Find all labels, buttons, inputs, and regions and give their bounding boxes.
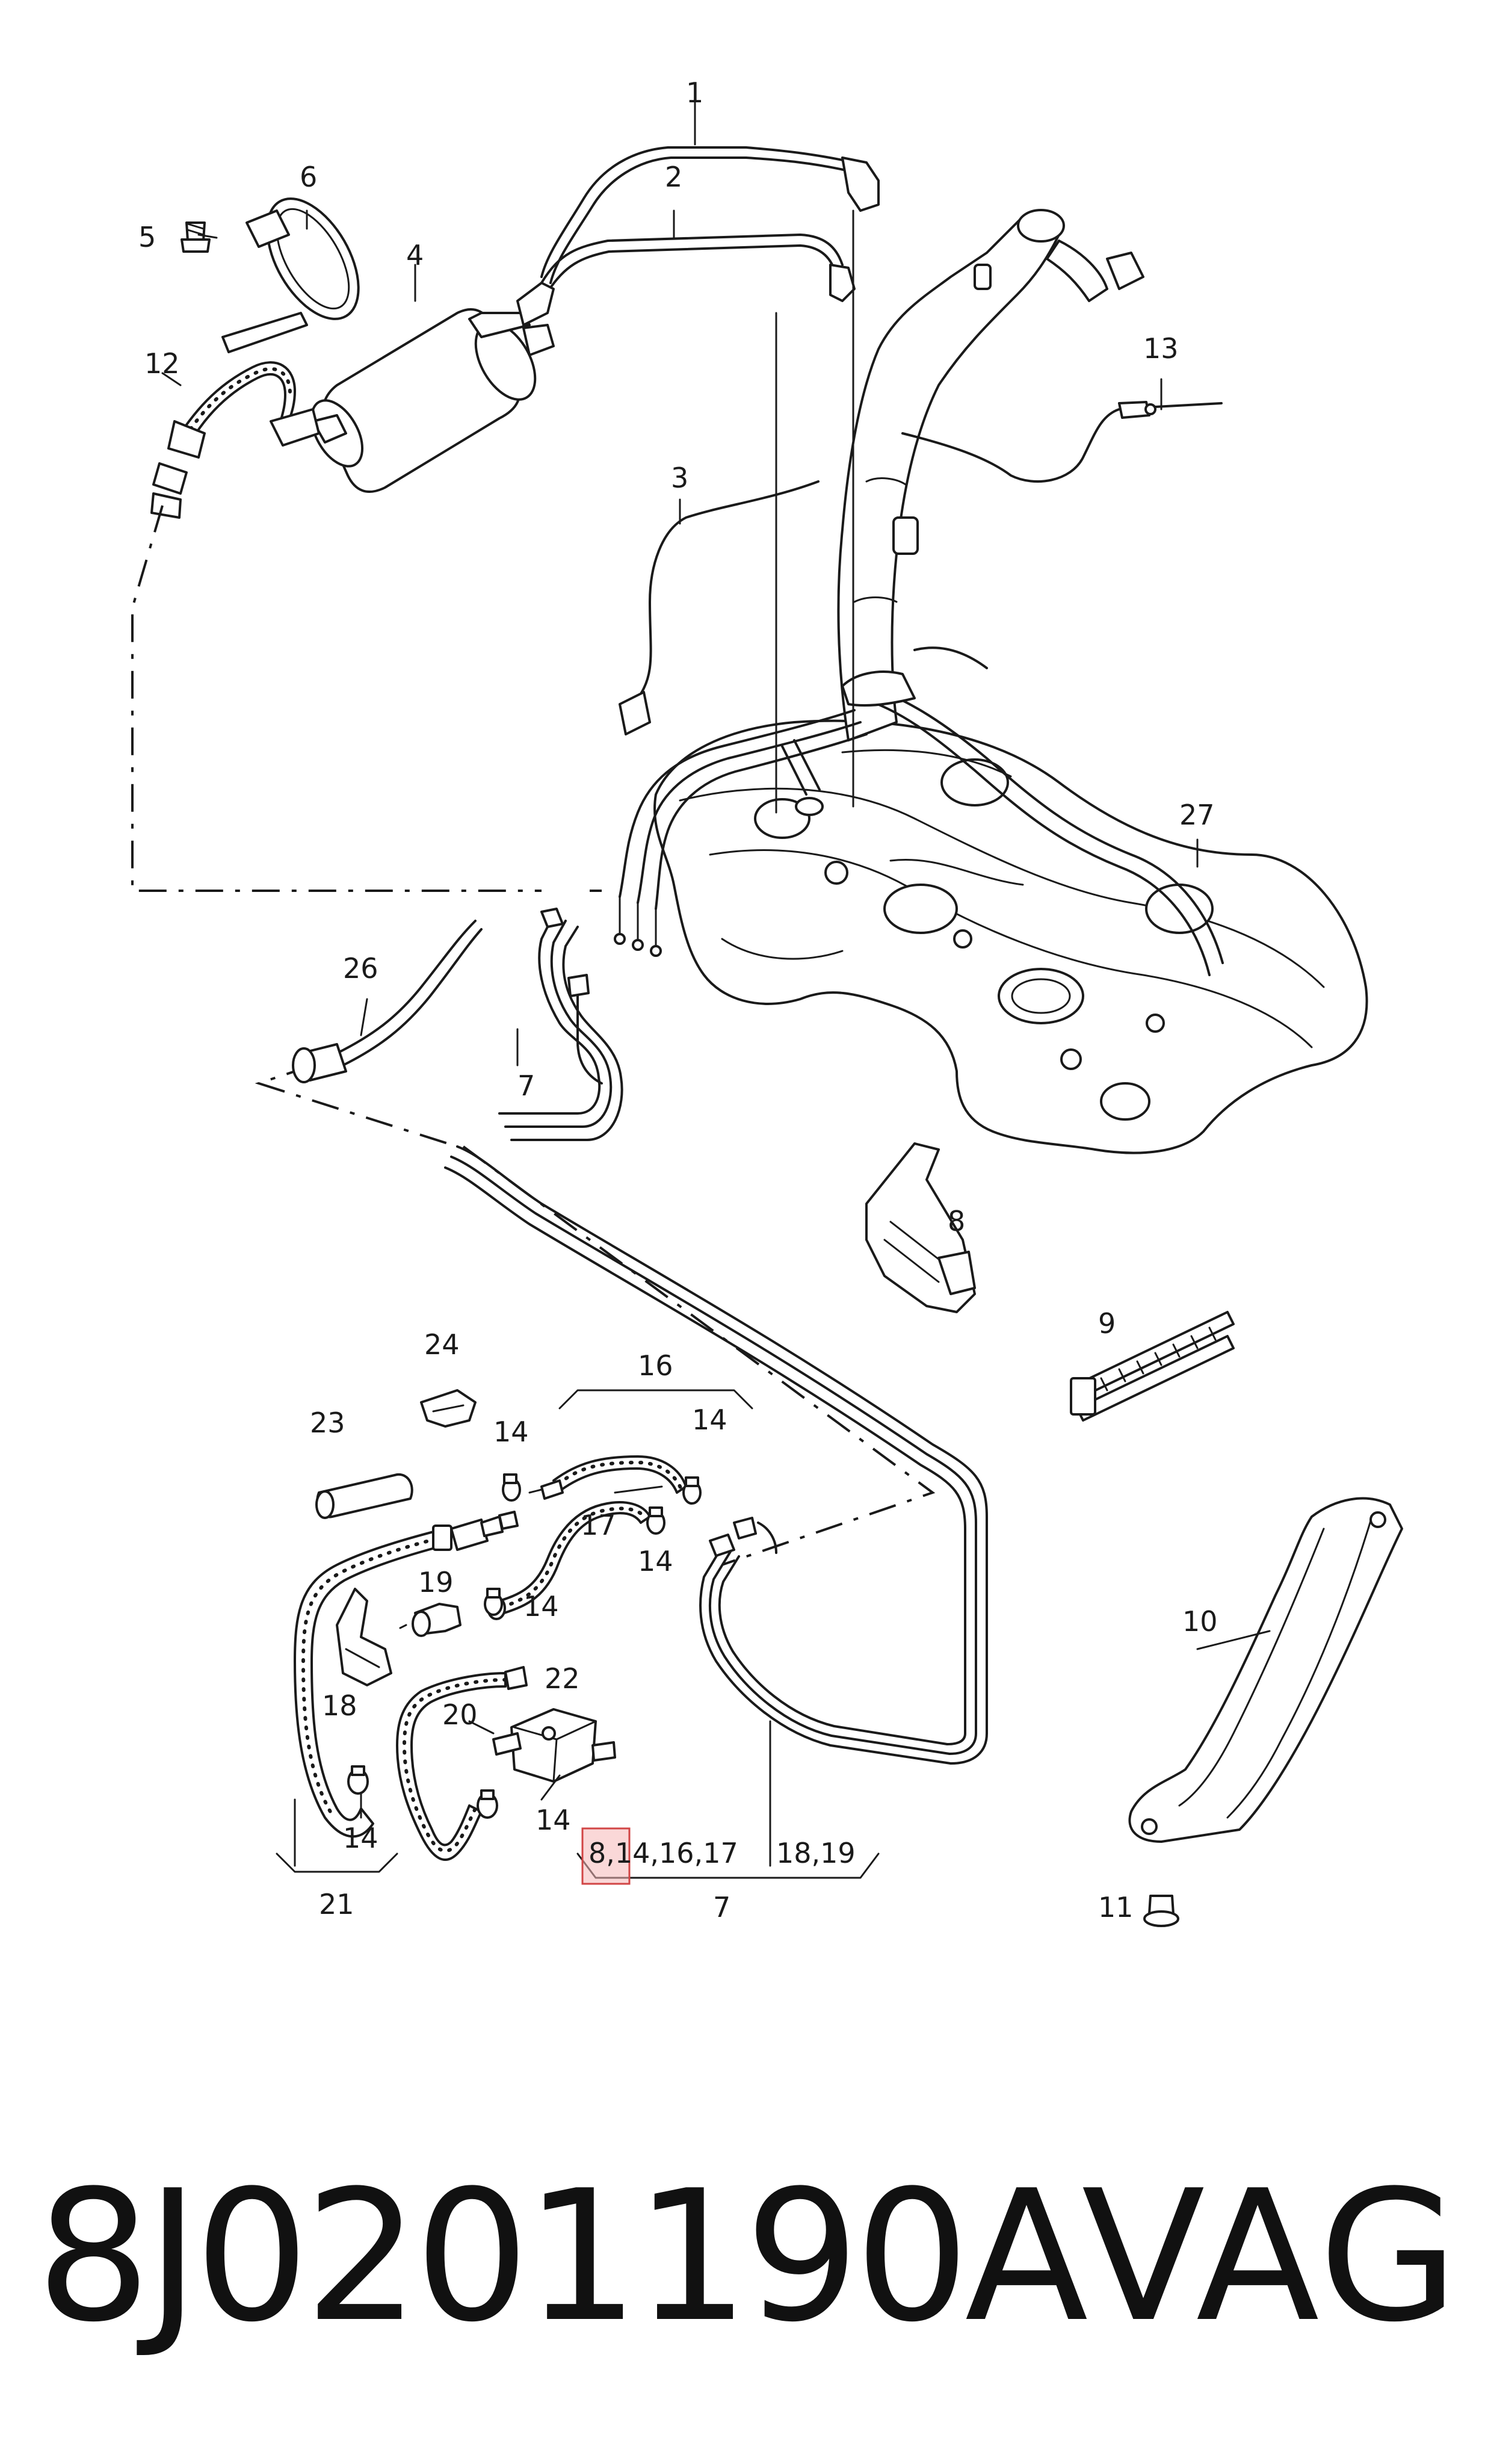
hose-clamp [484, 1588, 503, 1616]
hose-clamps [347, 1473, 702, 1819]
hose-12 [150, 361, 320, 519]
nut-11 [1143, 1895, 1179, 1927]
filter-clamp [221, 197, 360, 353]
leader-lines [161, 101, 1199, 1066]
footer: 8J0201190A VAG [0, 2143, 1485, 2371]
routing-dashes [131, 505, 936, 1566]
highlight-box [581, 1827, 631, 1885]
valve-22 [492, 1708, 616, 1783]
group-7-label: 7 [713, 1891, 730, 1924]
tank-pipe-bundle [614, 670, 1224, 976]
callout-14: 14 [523, 1590, 559, 1623]
group-7-parts-b: 18,19 [776, 1837, 856, 1869]
callout-18: 18 [322, 1689, 357, 1722]
callout-13: 13 [1143, 332, 1179, 365]
hose-clamp [682, 1476, 702, 1505]
heat-shield [1128, 1497, 1403, 1843]
callout-26: 26 [343, 952, 378, 985]
hose-clamp [502, 1473, 521, 1502]
callout-8: 8 [948, 1205, 965, 1237]
part-number: 8J0201190A [36, 2152, 1088, 2362]
hose-20 [396, 1666, 528, 1861]
callout-14: 14 [536, 1804, 571, 1836]
bracket-8 [865, 1142, 976, 1313]
filler-neck [837, 209, 1144, 741]
callout-19: 19 [418, 1566, 454, 1599]
group-braces [276, 1389, 880, 1879]
callout-12: 12 [144, 347, 180, 380]
callout-23: 23 [310, 1407, 345, 1439]
callout-17: 17 [581, 1509, 616, 1541]
clip-24 [420, 1389, 477, 1428]
fuel-filter [310, 282, 555, 494]
callout-14: 14 [638, 1545, 673, 1577]
brand-name: VAG [1081, 2152, 1461, 2362]
fuel-line-1 [540, 146, 880, 284]
callout-24: 24 [424, 1328, 460, 1361]
hose-clamp [646, 1506, 665, 1535]
callout-1: 1 [686, 76, 703, 109]
fuel-line-2 [540, 234, 856, 302]
hose-clamp [477, 1789, 498, 1819]
fitting-19 [399, 1603, 462, 1637]
callout-10: 10 [1182, 1605, 1218, 1638]
callout-14: 14 [692, 1404, 727, 1436]
callout-7: 7 [517, 1069, 535, 1102]
callout-labels: 1 2 3 4 5 6 7 8 9 10 11 12 13 14 14 14 1… [138, 76, 1218, 1924]
pipe-assembly-lower [699, 1517, 988, 1765]
callout-14: 14 [493, 1416, 529, 1448]
callout-27: 27 [1179, 799, 1215, 831]
callout-6: 6 [300, 161, 317, 193]
callout-5: 5 [138, 221, 156, 253]
screw [181, 221, 211, 253]
callout-20: 20 [442, 1698, 478, 1731]
hose-clamp [347, 1765, 369, 1795]
hose-26 [292, 920, 483, 1083]
hose-21 [294, 1511, 519, 1838]
callout-21: 21 [319, 1888, 354, 1921]
fuel-system-diagram: 1 2 3 4 5 6 7 8 9 10 11 12 13 14 14 14 1… [131, 76, 1403, 1927]
pipe-assembly-upper [444, 908, 988, 1735]
callout-16: 16 [638, 1349, 673, 1382]
vent-line [901, 401, 1223, 483]
callout-9: 9 [1098, 1307, 1116, 1340]
lower-leaders [360, 1485, 1271, 1819]
callout-11: 11 [1098, 1891, 1134, 1924]
cable-tie [1070, 1311, 1235, 1422]
callout-22: 22 [545, 1662, 580, 1695]
fuel-line-3 [619, 480, 820, 735]
callout-2: 2 [665, 161, 682, 193]
hose-16 [528, 1455, 687, 1500]
callout-4: 4 [406, 239, 424, 271]
group-7-parts: 8,14,16,17 [588, 1837, 738, 1869]
callout-14: 14 [343, 1822, 378, 1854]
callout-3: 3 [671, 462, 688, 494]
bracket-18 [336, 1588, 392, 1686]
hose-23-cap [315, 1473, 413, 1519]
fuel-tank [653, 719, 1368, 1154]
